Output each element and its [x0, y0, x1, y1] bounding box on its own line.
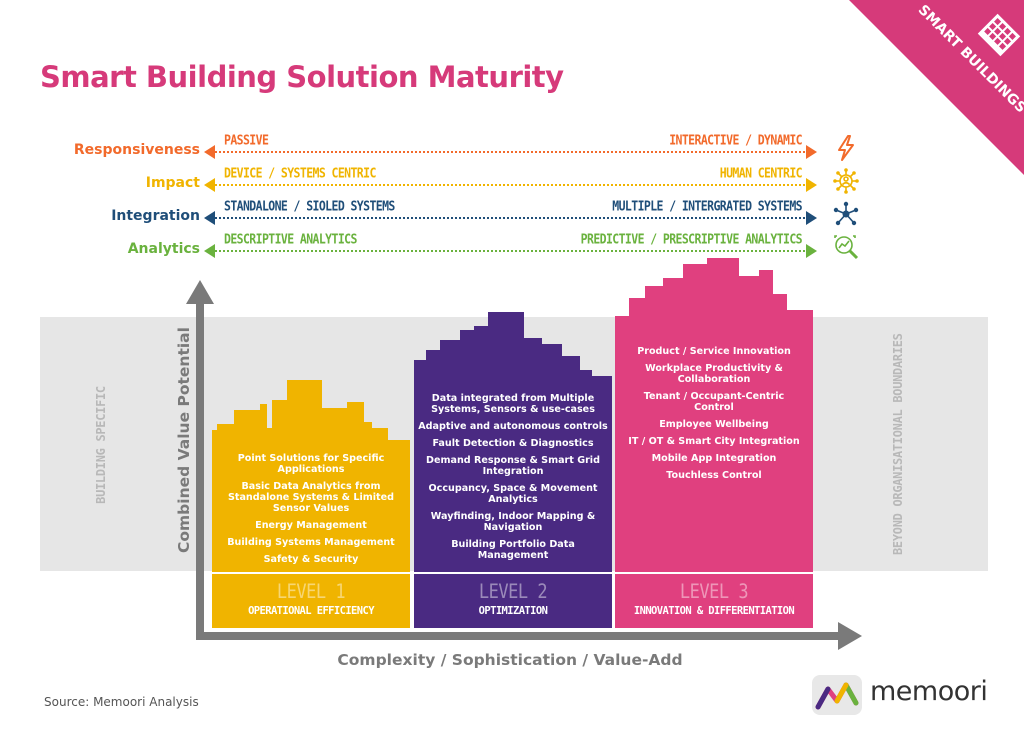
dimension-integration: Integration STANDALONE / SIOLED SYSTEMS …	[0, 198, 1024, 228]
arrow-left-icon	[204, 178, 215, 192]
y-axis-arrow-icon	[186, 280, 214, 304]
x-axis-title: Complexity / Sophistication / Value-Add	[337, 651, 683, 669]
level-item: IT / OT & Smart City Integration	[628, 436, 800, 447]
dimension-responsiveness: Responsiveness PASSIVE INTERACTIVE / DYN…	[0, 132, 1024, 162]
level-item: Fault Detection & Diagnostics	[432, 438, 594, 449]
level-item: Touchless Control	[666, 470, 762, 481]
side-label-building-specific: BUILDING SPECIFIC	[94, 386, 108, 504]
side-label-beyond-boundaries: BEYOND ORGANISATIONAL BOUNDARIES	[891, 333, 905, 555]
dimension-line	[212, 151, 808, 153]
x-axis-arrow-icon	[838, 622, 862, 650]
dimension-label: Impact	[145, 175, 200, 191]
arrow-right-icon	[806, 244, 817, 258]
dimension-label: Analytics	[127, 241, 200, 257]
dimension-left-text: STANDALONE / SIOLED SYSTEMS	[224, 197, 395, 215]
level-item: Tenant / Occupant-Centric Control	[643, 391, 785, 413]
arrow-left-icon	[204, 211, 215, 225]
arrow-right-icon	[806, 178, 817, 192]
dimension-line	[212, 250, 808, 252]
building-grid-icon	[977, 13, 1021, 57]
level-item: Building Portfolio Data Management	[451, 539, 575, 561]
source-note: Source: Memoori Analysis	[44, 695, 199, 709]
y-axis-line	[196, 300, 204, 640]
network-hub-icon	[833, 201, 859, 226]
level-subtitle: INNOVATION & DIFFERENTIATION	[633, 605, 795, 617]
dimension-label: Integration	[111, 208, 200, 224]
dimension-left-text: DEVICE / SYSTEMS CENTRIC	[224, 164, 376, 182]
corner-ribbon: SMART BUILDINGS	[849, 0, 1024, 175]
dimension-line	[212, 217, 808, 219]
level-2-items: Data integrated from Multiple Systems, S…	[418, 393, 608, 567]
analytics-magnifier-icon	[834, 235, 859, 260]
level-item: Point Solutions for Specific Application…	[237, 453, 385, 475]
brand-name: memoori	[870, 676, 988, 707]
level-item: Product / Service Innovation	[637, 346, 791, 357]
dimension-label: Responsiveness	[73, 142, 200, 158]
level-3-items: Product / Service Innovation Workplace P…	[624, 346, 804, 487]
level-item: Wayfinding, Indoor Mapping & Navigation	[430, 511, 596, 533]
level-3-skyline	[615, 258, 813, 572]
level-item: Occupancy, Space & Movement Analytics	[428, 483, 598, 505]
level-subtitle: OPERATIONAL EFFICIENCY	[248, 605, 374, 617]
level-1-skyline	[212, 380, 410, 572]
arrow-left-icon	[204, 145, 215, 159]
page-title: Smart Building Solution Maturity	[40, 60, 564, 94]
level-2-box: LEVEL 2 OPTIMIZATION	[414, 574, 612, 628]
level-item: Basic Data Analytics from Standalone Sys…	[227, 481, 395, 514]
level-item: Adaptive and autonomous controls	[418, 421, 608, 432]
level-name: LEVEL 3	[679, 580, 749, 604]
level-item: Data integrated from Multiple Systems, S…	[431, 393, 595, 415]
level-item: Demand Response & Smart Grid Integration	[426, 455, 600, 477]
dimension-right-text: MULTIPLE / INTERGRATED SYSTEMS	[612, 197, 802, 215]
memoori-logo-icon	[812, 675, 862, 715]
level-item: Energy Management	[255, 520, 367, 531]
level-1-box: LEVEL 1 OPERATIONAL EFFICIENCY	[212, 574, 410, 628]
arrow-right-icon	[806, 145, 817, 159]
level-1-items: Point Solutions for Specific Application…	[222, 453, 400, 571]
level-item: Employee Wellbeing	[659, 419, 769, 430]
y-axis-title: Combined Value Potential	[175, 327, 193, 553]
dimension-right-text: INTERACTIVE / DYNAMIC	[669, 131, 802, 149]
lightning-icon	[838, 135, 854, 161]
level-subtitle: OPTIMIZATION	[478, 605, 548, 617]
dimension-analytics: Analytics DESCRIPTIVE ANALYTICS PREDICTI…	[0, 231, 1024, 261]
dimension-line	[212, 184, 808, 186]
dimension-right-text: HUMAN CENTRIC	[719, 164, 803, 182]
level-name: LEVEL 2	[478, 580, 548, 604]
level-item: Building Systems Management	[227, 537, 395, 548]
dimension-left-text: PASSIVE	[224, 131, 269, 149]
dimension-right-text: PREDICTIVE / PRESCRIPTIVE ANALYTICS	[580, 230, 803, 248]
level-2-skyline	[414, 312, 612, 572]
person-network-icon	[833, 168, 859, 194]
arrow-left-icon	[204, 244, 215, 258]
x-axis-line	[196, 632, 844, 640]
dimension-impact: Impact DEVICE / SYSTEMS CENTRIC HUMAN CE…	[0, 165, 1024, 195]
arrow-right-icon	[806, 211, 817, 225]
level-3-box: LEVEL 3 INNOVATION & DIFFERENTIATION	[615, 574, 813, 628]
level-item: Workplace Productivity & Collaboration	[645, 363, 783, 385]
level-name: LEVEL 1	[276, 580, 346, 604]
level-item: Mobile App Integration	[651, 453, 777, 464]
dimension-left-text: DESCRIPTIVE ANALYTICS	[224, 230, 357, 248]
level-item: Safety & Security	[263, 554, 359, 565]
